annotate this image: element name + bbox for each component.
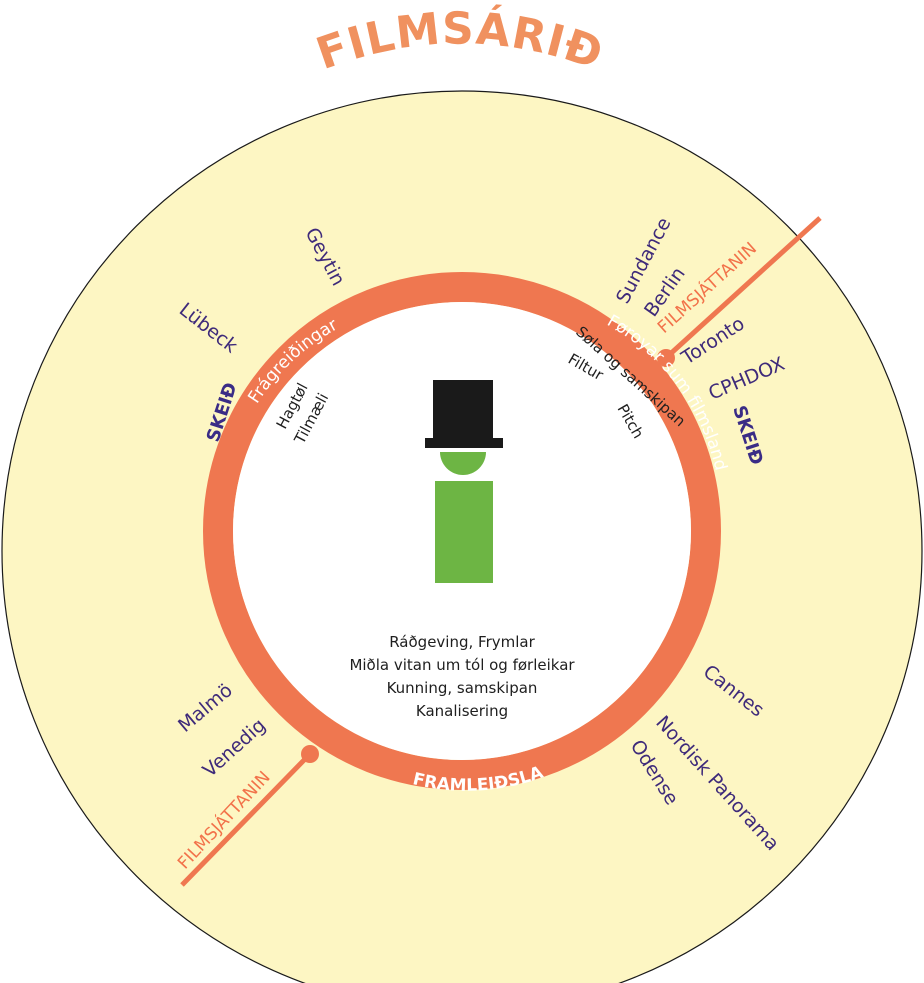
junction-dot-bottom: [301, 745, 319, 763]
hat-brim: [425, 438, 503, 448]
center-list-item: Ráðgeving, Frymlar: [389, 633, 535, 651]
center-list-item: Kunning, samskipan: [387, 679, 538, 697]
figure-body: [435, 481, 493, 583]
hat-crown: [433, 380, 493, 438]
main-ring: [203, 272, 721, 790]
diagram-title: FILMSÁRIÐ: [310, 2, 610, 81]
figure-head: [440, 452, 486, 475]
person-figure-icon: [425, 380, 503, 583]
center-list-item: Miðla vitan um tól og førleikar: [349, 656, 575, 674]
filmsjattanin-line-bottom: [180, 754, 310, 887]
junction-dot-top: [657, 349, 675, 367]
filmsjattanin-line-top: [666, 216, 822, 358]
center-list-item: Kanalisering: [416, 702, 508, 720]
